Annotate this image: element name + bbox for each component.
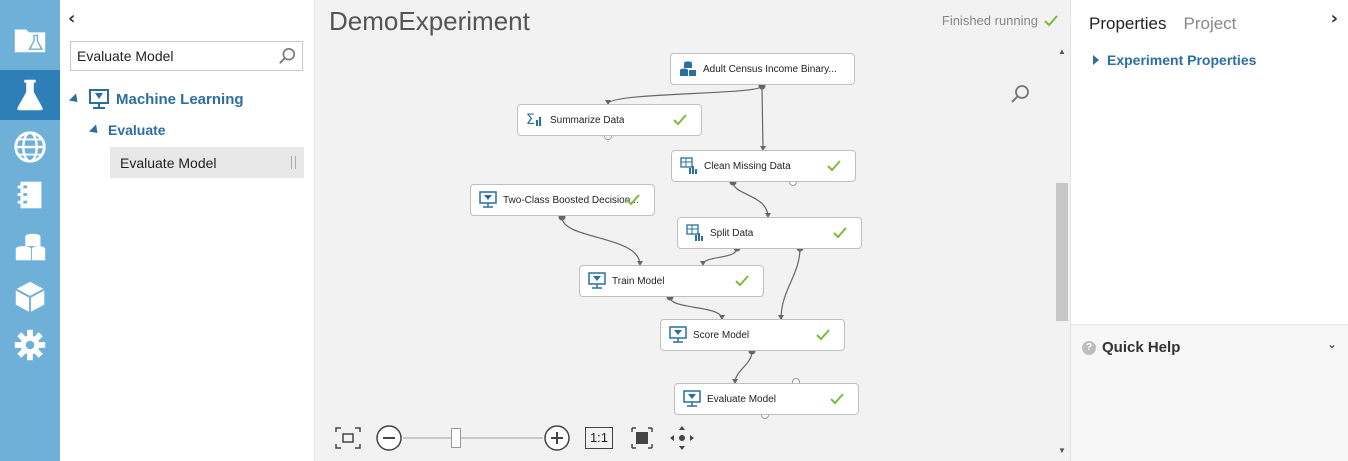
scrollbar-thumb[interactable] (1056, 183, 1068, 321)
module-node[interactable]: Train Model (579, 265, 764, 297)
check-icon (735, 275, 749, 287)
nav-web-services[interactable] (0, 122, 60, 172)
quick-help-label: Quick Help (1102, 339, 1181, 356)
experiment-properties-section[interactable]: Experiment Properties (1093, 52, 1256, 68)
nav-settings[interactable] (0, 320, 60, 370)
module-node-label: Clean Missing Data (704, 160, 791, 172)
model-icon (479, 191, 497, 208)
dataset-icon (680, 61, 696, 76)
canvas-search-icon[interactable] (1010, 84, 1030, 104)
palette-module-evaluate-model[interactable]: Evaluate Model (110, 147, 304, 178)
palette-module-label: Evaluate Model (120, 154, 217, 171)
zoom-out-icon[interactable] (375, 424, 403, 452)
actual-size-button[interactable]: 1:1 (585, 427, 613, 449)
chevron-down-icon[interactable]: ⌄ (1326, 337, 1337, 351)
canvas-vertical-scrollbar[interactable]: ▲ ▼ (1056, 45, 1068, 455)
module-node-label: Train Model (612, 275, 665, 287)
tree-category-label: Machine Learning (116, 90, 244, 108)
module-node-label: Score Model (693, 329, 750, 341)
module-node-label: Adult Census Income Binary... (703, 63, 837, 75)
check-icon (673, 114, 687, 126)
help-icon: ? (1082, 340, 1096, 355)
properties-panel: Properties Project › Experiment Properti… (1070, 0, 1348, 461)
tree-category-machine-learning[interactable]: Machine Learning (68, 88, 244, 110)
collapse-palette-button[interactable]: ‹ (68, 8, 76, 29)
datasets-icon (15, 233, 46, 261)
minimap-icon[interactable] (629, 424, 655, 452)
collapsed-triangle-icon (1093, 55, 1099, 65)
nav-trained-models[interactable] (0, 272, 60, 322)
nav-notebooks[interactable] (0, 170, 60, 220)
collapse-properties-button[interactable]: › (1330, 8, 1338, 29)
experiment-canvas[interactable]: DemoExperiment Finished running (315, 0, 1070, 461)
experiments-icon (17, 79, 43, 111)
check-icon (833, 227, 847, 239)
module-node[interactable]: Split Data (677, 217, 862, 249)
pan-icon[interactable] (669, 424, 695, 452)
module-node[interactable]: Evaluate Model (674, 383, 859, 415)
module-palette: ‹ Machine Learning Evaluate Evaluate Mod… (60, 0, 315, 461)
check-icon (830, 393, 844, 405)
notebooks-icon (17, 181, 42, 209)
module-node[interactable]: Score Model (660, 319, 845, 351)
svg-text:Σ: Σ (526, 112, 535, 128)
properties-tabs: Properties Project (1089, 14, 1236, 34)
machine-learning-icon (89, 89, 109, 109)
module-node[interactable]: Adult Census Income Binary... (670, 53, 855, 85)
zoom-toolbar: 1:1 (333, 424, 713, 452)
scroll-up-icon[interactable]: ▲ (1058, 47, 1066, 56)
experiment-properties-label: Experiment Properties (1107, 52, 1257, 68)
projects-icon (14, 29, 46, 53)
run-status: Finished running (942, 13, 1058, 28)
tree-subcategory-label: Evaluate (108, 122, 166, 138)
table-icon (680, 157, 697, 174)
check-icon (816, 329, 830, 341)
table-icon (686, 224, 703, 241)
web-services-icon (14, 131, 46, 163)
module-node-label: Evaluate Model (707, 393, 776, 405)
module-node-label: Summarize Data (550, 114, 625, 126)
nav-projects[interactable] (0, 14, 60, 64)
module-node-label: Two-Class Boosted Decision... (503, 194, 639, 206)
quick-help-panel: ? Quick Help ⌄ (1071, 324, 1348, 461)
tab-project[interactable]: Project (1183, 14, 1237, 33)
scroll-down-icon[interactable]: ▼ (1058, 446, 1066, 455)
trained-models-icon (15, 281, 45, 313)
zoom-slider[interactable] (403, 432, 543, 444)
tab-properties[interactable]: Properties (1089, 14, 1167, 33)
settings-icon (14, 329, 46, 361)
drag-handle-icon[interactable] (291, 156, 296, 169)
nav-rail (0, 0, 60, 461)
quick-help-header[interactable]: ? Quick Help (1082, 339, 1180, 356)
palette-search (70, 41, 303, 71)
palette-search-input[interactable] (71, 42, 271, 70)
model-icon (669, 326, 687, 343)
zoom-slider-thumb[interactable] (451, 428, 462, 448)
module-node[interactable]: Two-Class Boosted Decision... (470, 184, 655, 216)
run-status-text: Finished running (941, 13, 1038, 28)
check-icon (626, 194, 640, 206)
model-icon (588, 272, 606, 289)
experiment-title[interactable]: DemoExperiment (329, 6, 530, 36)
module-node[interactable]: Σ Summarize Data (517, 104, 702, 136)
module-node-label: Split Data (710, 227, 754, 239)
search-icon[interactable] (278, 47, 296, 65)
check-icon (1044, 14, 1058, 26)
nav-datasets[interactable] (0, 222, 60, 272)
expanded-triangle-icon (88, 123, 102, 137)
nav-experiments[interactable] (0, 70, 60, 120)
check-icon (827, 160, 841, 172)
expanded-triangle-icon (68, 92, 82, 106)
zoom-in-icon[interactable] (543, 424, 571, 452)
model-icon (683, 390, 701, 407)
summarize-icon: Σ (526, 112, 541, 128)
tree-subcategory-evaluate[interactable]: Evaluate (88, 122, 166, 138)
module-node[interactable]: Clean Missing Data (671, 150, 856, 182)
fit-to-screen-icon[interactable] (333, 424, 363, 452)
